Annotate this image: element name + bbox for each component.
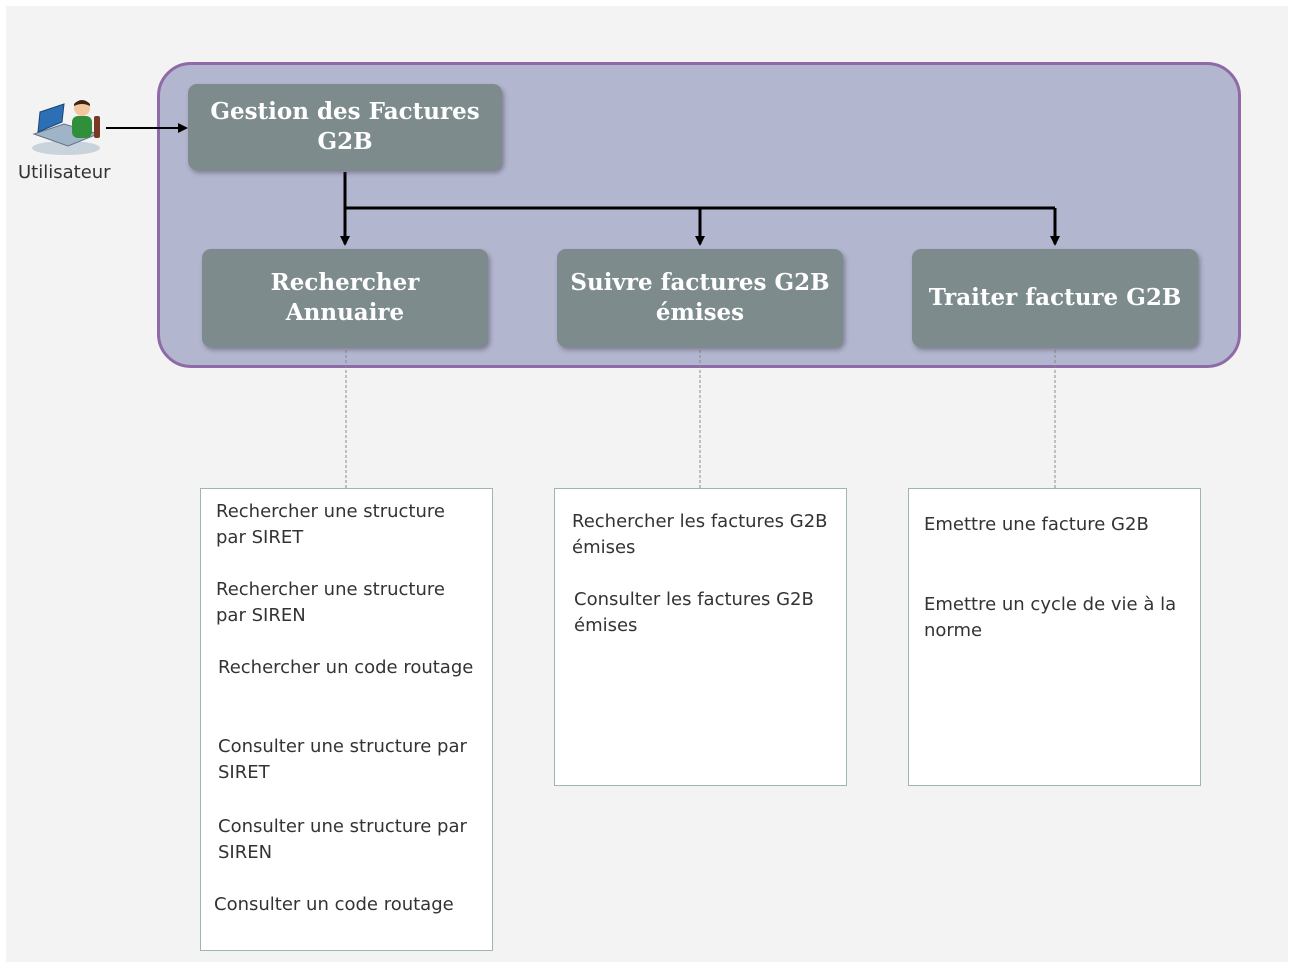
detail-item: Rechercher une structure par SIRET	[216, 501, 445, 548]
module-node-rechercher-annuaire[interactable]: Rechercher Annuaire	[202, 249, 488, 347]
detail-item: Rechercher une structure par SIREN	[216, 579, 445, 626]
module-node-traiter-facture[interactable]: Traiter facture G2B	[912, 249, 1198, 347]
detail-item: Emettre un cycle de vie à la norme	[924, 594, 1177, 641]
detail-item: Emettre une facture G2B	[924, 514, 1149, 535]
detail-box-suivre	[554, 488, 847, 786]
root-node-gestion-factures[interactable]: Gestion des Factures G2B	[188, 84, 502, 170]
detail-item: Consulter une structure par SIREN	[218, 816, 467, 863]
detail-item: Rechercher un code routage	[218, 657, 474, 678]
detail-box-annuaire	[200, 488, 493, 951]
detail-box-traiter	[908, 488, 1201, 786]
detail-item: Consulter un code routage	[214, 894, 454, 915]
actor-label: Utilisateur	[18, 162, 111, 183]
detail-item: Rechercher les factures G2B émises	[572, 511, 828, 558]
detail-item: Consulter les factures G2B émises	[574, 589, 814, 636]
user-at-computer-icon	[28, 94, 104, 158]
module-node-suivre-factures[interactable]: Suivre factures G2B émises	[557, 249, 843, 347]
detail-item: Consulter une structure par SIRET	[218, 736, 467, 783]
